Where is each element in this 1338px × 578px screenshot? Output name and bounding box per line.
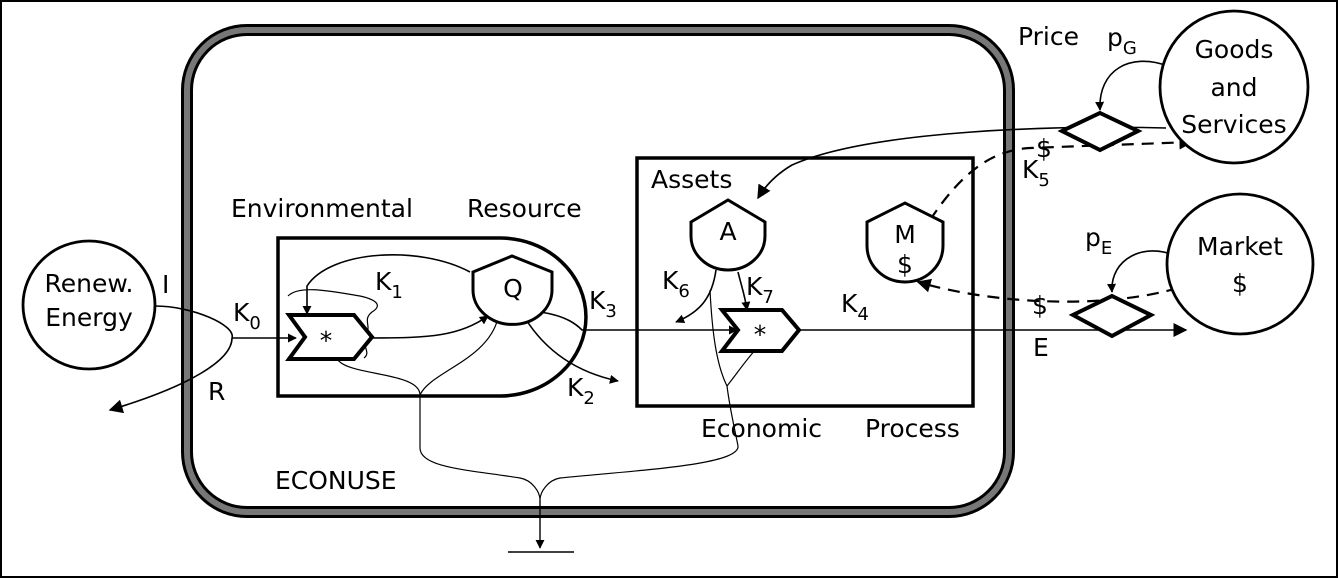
flow-pE-price — [1107, 250, 1177, 293]
interaction-1-star: * — [320, 326, 333, 355]
pG-label: pG — [1107, 23, 1137, 59]
money-flow-to-goods — [929, 135, 1194, 221]
environmental-label: Environmental — [231, 194, 413, 223]
economic-label: Economic — [701, 414, 822, 443]
K4-label: K4 — [841, 289, 869, 325]
flow-pG-price — [1095, 60, 1169, 111]
environmental-resource-box — [276, 236, 588, 398]
market-label-2: $ — [1232, 269, 1248, 298]
R-label: R — [208, 377, 225, 406]
process-label: Process — [865, 414, 960, 443]
K5-label: K5 — [1022, 155, 1050, 191]
K3-label: K3 — [589, 286, 617, 322]
dollar-goods-label: $ — [1036, 134, 1052, 163]
storage-M-dollar: $ — [897, 250, 913, 279]
renewable-energy-source — [21, 239, 157, 371]
money-storage-M — [865, 201, 945, 284]
market-label-1: Market — [1197, 232, 1283, 261]
flow-K7-assets-to-process — [737, 271, 751, 311]
K2-label: K2 — [567, 373, 595, 409]
K7-label: K7 — [746, 272, 774, 308]
market-source — [1165, 192, 1315, 336]
environmental-interaction-symbol — [285, 313, 375, 361]
K1-label: K1 — [375, 267, 403, 303]
flow-K6-depreciation — [675, 269, 717, 324]
flow-interaction-to-Q — [371, 315, 489, 339]
storage-Q-label: Q — [503, 274, 523, 303]
heat-sink-from-Q — [419, 317, 499, 396]
resource-label: Resource — [467, 194, 582, 223]
I-label: I — [162, 270, 169, 299]
flow-renewable-input — [154, 305, 233, 339]
flow-K1-feedback — [302, 254, 471, 315]
resource-storage-Q — [471, 254, 554, 326]
money-flow-market-to-M — [916, 278, 1179, 303]
K0-label: K0 — [233, 298, 261, 334]
K6-label: K6 — [662, 266, 690, 302]
storage-M-label: M — [894, 220, 916, 249]
flow-K2-depreciation — [524, 317, 619, 384]
heat-sink-econuse — [726, 385, 739, 447]
pE-label: pE — [1085, 223, 1112, 259]
storage-A-label: A — [719, 217, 736, 246]
energy-price-diamond — [1068, 293, 1156, 339]
goods-services-label-2: and — [1210, 73, 1257, 102]
flow-K3-resource-to-economy — [539, 311, 738, 335]
assets-label: Assets — [651, 165, 732, 194]
heat-sink-from-economic — [709, 289, 758, 388]
renewable-energy-label-1: Renew. — [45, 269, 134, 298]
econuse-label: ECONUSE — [275, 466, 397, 495]
dollar-market-label: $ — [1032, 291, 1048, 320]
assets-storage-A — [689, 198, 767, 272]
economic-interaction-symbol — [717, 308, 802, 353]
price-label: Price — [1018, 22, 1079, 51]
economic-process-box — [635, 156, 975, 408]
goods-price-diamond — [1057, 110, 1143, 153]
flow-R-unused — [108, 337, 233, 414]
goods-services-source — [1158, 9, 1310, 165]
goods-services-label-1: Goods — [1195, 35, 1274, 64]
goods-services-label-3: Services — [1181, 110, 1286, 139]
renewable-energy-label-2: Energy — [45, 303, 133, 332]
interaction-2-star: * — [754, 320, 767, 349]
econuse-system-boundary-inner — [184, 27, 1012, 515]
E-label: E — [1033, 333, 1049, 362]
heat-sink-lines — [337, 359, 739, 501]
